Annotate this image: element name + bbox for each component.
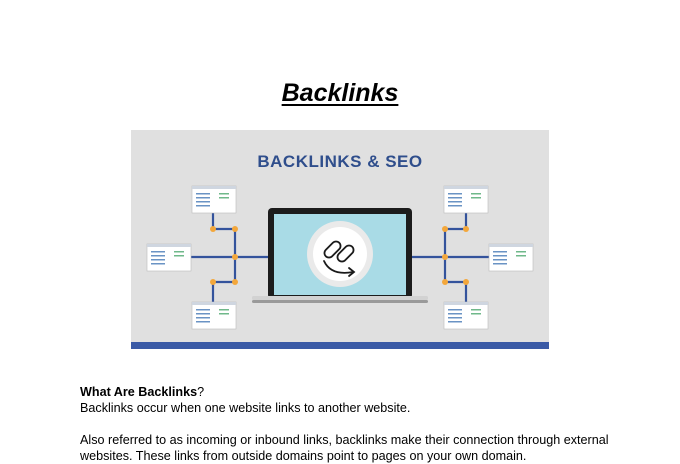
- illustration-svg: BACKLINKS & SEO: [131, 130, 549, 349]
- chain-link-icon: [323, 240, 356, 277]
- webpage-thumbnail-left-middle: [146, 243, 192, 272]
- webpage-thumbnail-right-top: [443, 185, 489, 214]
- article-body: What Are Backlinks? Backlinks occur when…: [80, 384, 640, 464]
- webpage-thumbnail-right-bottom: [443, 301, 489, 330]
- paragraph-2-line-2: websites. These links from outside domai…: [80, 449, 527, 463]
- illustration-heading: BACKLINKS & SEO: [257, 152, 422, 171]
- illustration-bottom-bar: [131, 342, 549, 349]
- paragraph-1: Backlinks occur when one website links t…: [80, 401, 411, 415]
- laptop-illustration: [252, 208, 428, 303]
- section-heading-bold: What Are Backlinks: [80, 385, 198, 399]
- page-title: Backlinks: [281, 79, 399, 107]
- webpage-thumbnail-left-top: [191, 185, 237, 214]
- section-heading: What Are Backlinks?: [80, 384, 640, 400]
- webpage-thumbnail-left-bottom: [191, 301, 237, 330]
- laptop-base: [252, 296, 428, 300]
- connection-nodes: [210, 226, 469, 285]
- backlinks-illustration: BACKLINKS & SEO: [131, 130, 549, 349]
- section-heading-suffix: ?: [197, 385, 205, 399]
- webpage-thumbnail-right-middle: [488, 243, 534, 272]
- paragraph-2-line-1: Also referred to as incoming or inbound …: [80, 433, 609, 447]
